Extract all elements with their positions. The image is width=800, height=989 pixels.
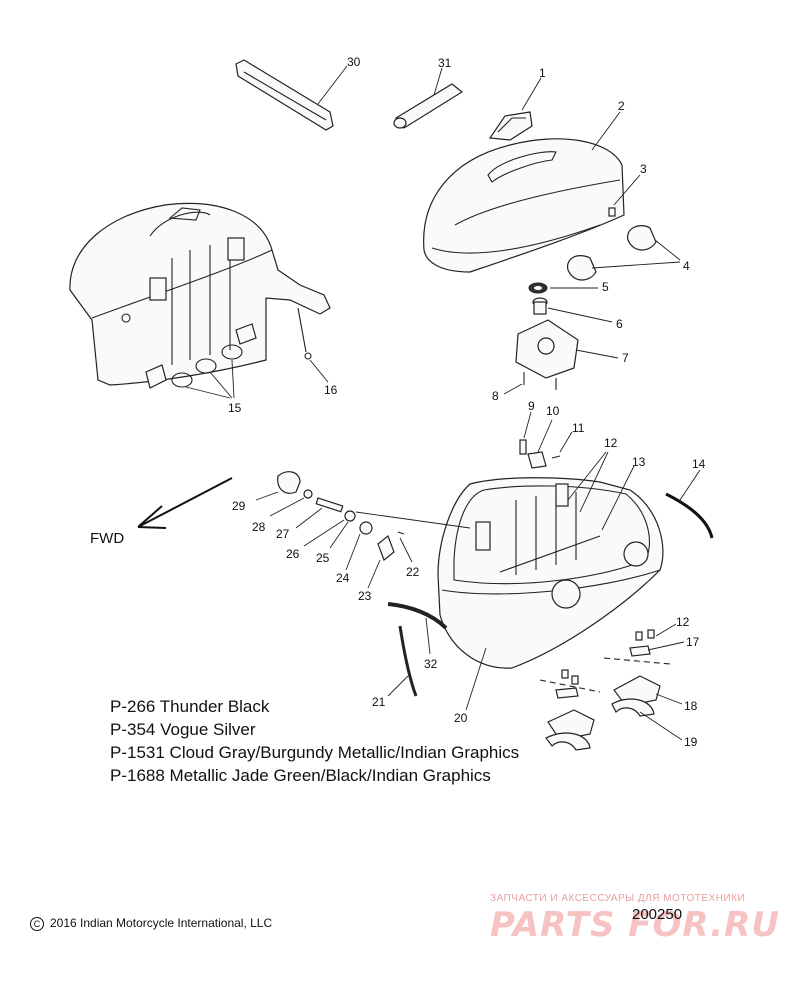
callout-26: 26 [286,547,300,561]
color-legend-2: P-354 Vogue Silver [110,720,256,739]
part-7-latch-housing [515,319,619,379]
callout-25: 25 [316,551,330,565]
callout-18: 18 [684,699,698,713]
callout-23: 23 [358,589,372,603]
callout-labels: 30 31 1 2 3 4 5 6 7 8 9 10 11 12 13 14 1… [90,55,706,749]
callout-30: 30 [347,55,361,69]
part-5-washer [528,282,598,294]
callout-3: 3 [640,162,647,176]
callout-2: 2 [618,99,625,113]
callout-9: 9 [528,399,535,413]
callout-13: 13 [632,455,646,469]
fwd-label: FWD [90,530,124,547]
callout-24: 24 [336,571,350,585]
color-legend-1: P-266 Thunder Black [110,697,270,716]
callout-1: 1 [539,66,546,80]
parts-22-29-pin-stack [255,471,471,589]
callout-6: 6 [616,317,623,331]
parts-12-17-19-mounts [539,623,685,751]
callout-7: 7 [622,351,629,365]
color-legend-3: P-1531 Cloud Gray/Burgundy Metallic/Indi… [110,743,520,762]
callout-16: 16 [324,383,338,397]
callout-31: 31 [438,56,452,70]
part-1-latch [488,77,542,141]
part-15-straps [171,344,243,399]
callout-12-bottom: 12 [676,615,690,629]
part-4-hinges [566,225,681,281]
callout-28: 28 [252,520,266,534]
callout-22: 22 [406,565,420,579]
callout-14: 14 [692,457,706,471]
part-3-screw [608,174,641,217]
copyright-symbol-icon: C [30,916,44,931]
parts-9-11-hardware [519,411,573,469]
part-30-trim-strip [235,59,348,131]
copyright-notice: C 2016 Indian Motorcycle International, L… [30,916,272,931]
drawing-number: 200250 [632,906,683,923]
watermark-logo: PARTS FOR.RU [490,905,780,945]
callout-10: 10 [546,404,560,418]
part-6-bushing [532,297,613,323]
parts-12-13-leads [567,451,635,531]
callout-17: 17 [686,635,700,649]
part-14-edge-trim [665,469,714,539]
callout-11: 11 [572,421,585,435]
forward-arrow [137,477,233,529]
callout-21: 21 [372,695,386,709]
callout-8: 8 [492,389,499,403]
part-16-tether [297,307,329,383]
callout-29: 29 [232,499,246,513]
callout-19: 19 [684,735,698,749]
part-8-screws [503,372,557,395]
callout-27: 27 [276,527,290,541]
left-saddlebag-assembly [69,202,331,389]
part-31-seal-strip [393,67,464,129]
callout-15: 15 [228,401,242,415]
part-20-saddlebag-body [437,477,664,711]
callout-12-top: 12 [604,436,618,450]
copyright-text: 2016 Indian Motorcycle International, LL… [50,916,273,930]
watermark-tagline: ЗАПЧАСТИ И АКСЕССУАРЫ ДЛЯ МОТОТЕХНИКИ [490,893,746,904]
part-2-lid [423,111,625,273]
callout-20: 20 [454,711,468,725]
callout-32: 32 [424,657,438,671]
parts-21-32-seals [387,602,448,697]
callout-5: 5 [602,280,609,294]
callout-4: 4 [683,259,690,273]
color-legend-4: P-1688 Metallic Jade Green/Black/Indian … [110,766,491,785]
